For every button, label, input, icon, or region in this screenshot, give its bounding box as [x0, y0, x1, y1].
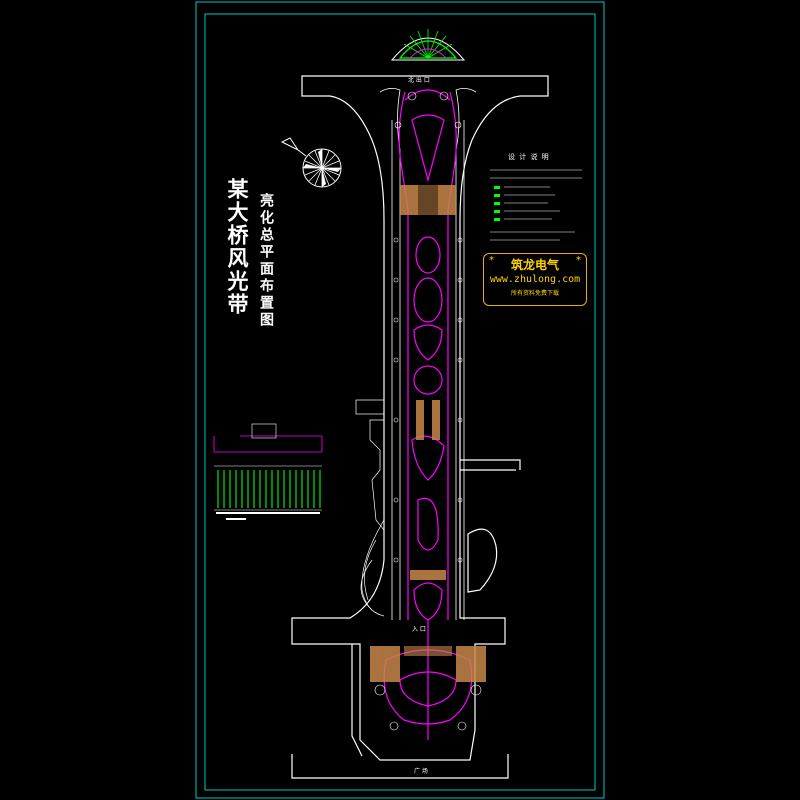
top-fan-plaza [390, 29, 466, 61]
lighting-circuit [383, 89, 473, 740]
north-arrow-icon [280, 137, 307, 157]
pavement-blocks [370, 185, 486, 682]
plan-label-bottom: 广 场 [414, 768, 428, 775]
corridor-lines [379, 88, 477, 620]
drawing-subtitle: 亮化总平面布置图 [258, 193, 274, 329]
outer-frame [195, 1, 605, 799]
stamp-brand: 筑龙电气 [510, 258, 559, 272]
stamp-url: www.zhulong.com [489, 274, 581, 285]
park-outline [291, 75, 549, 779]
stamp-asterisk-left: * [489, 255, 494, 266]
distribution-schematic [213, 423, 323, 520]
left-garden-curves [355, 399, 385, 617]
drawing-main-title: 某大桥风光带 [225, 178, 250, 316]
plan-label-entrance: 入 口 [412, 626, 426, 633]
notes-legend [490, 169, 582, 241]
watermark-stamp: * * 筑龙电气 www.zhulong.com 所有资料免费下载 [483, 253, 587, 306]
design-notes-heading: 设 计 说 明 [508, 153, 550, 161]
stamp-asterisk-right: * [576, 255, 581, 266]
compass-rose-icon [302, 148, 342, 188]
plan-label-top: 北 出 口 [408, 77, 430, 84]
tree-symbols [374, 91, 482, 731]
inner-frame [204, 13, 596, 791]
stamp-tagline: 所有资料免费下载 [510, 290, 559, 297]
